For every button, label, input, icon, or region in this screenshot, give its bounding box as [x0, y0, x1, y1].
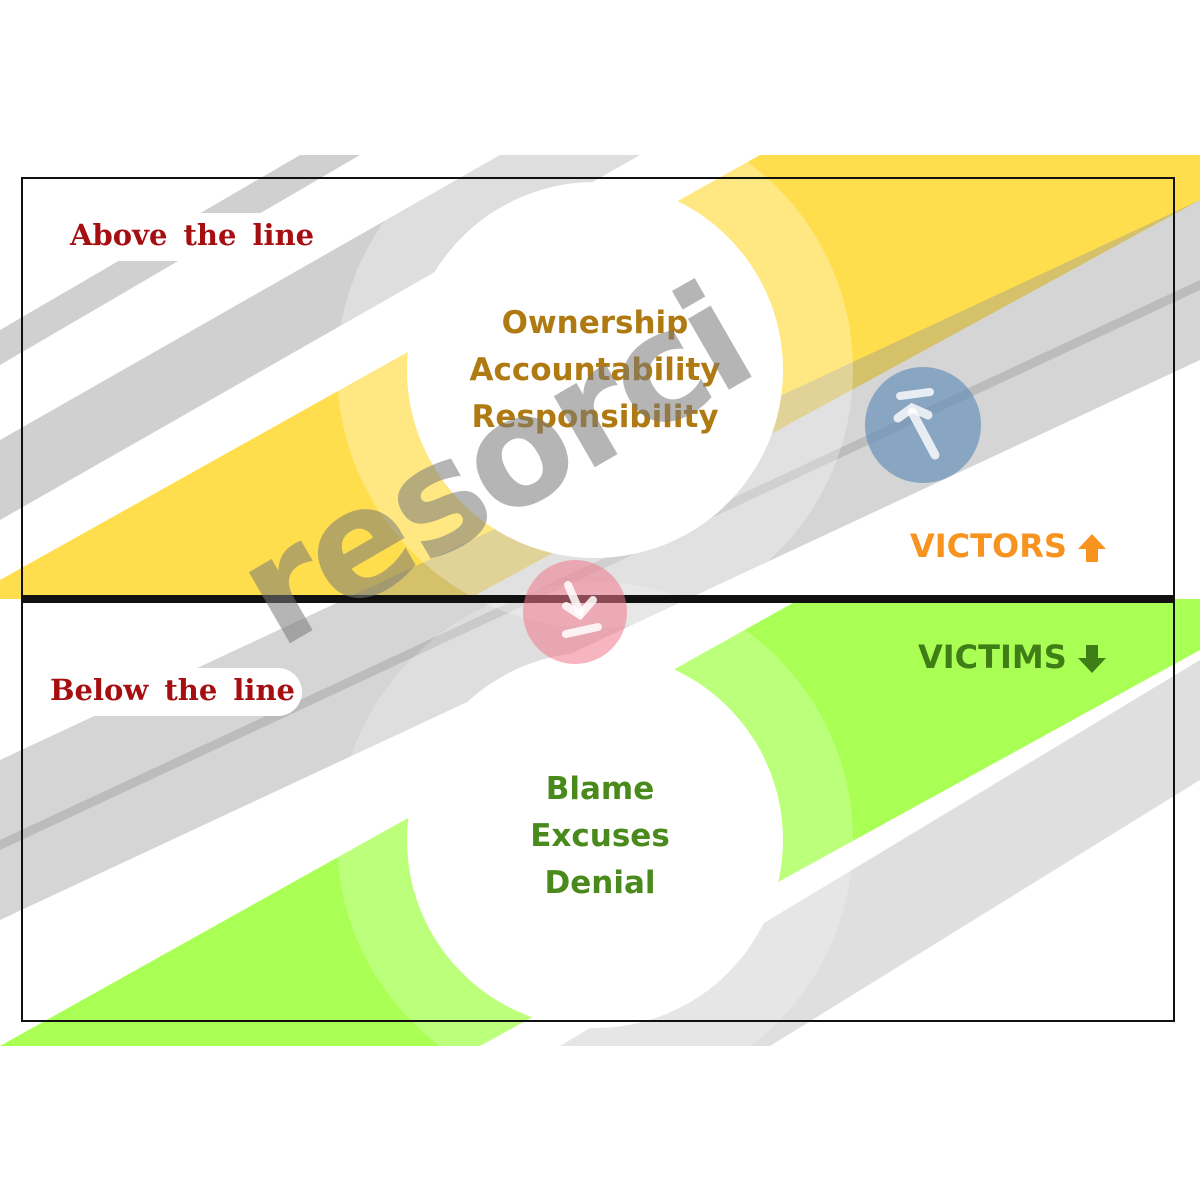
below-circle [407, 652, 783, 1028]
arrow-down-in-circle-icon [523, 560, 627, 664]
above-item-accountability: Accountability [469, 352, 721, 388]
arrow-down-icon [1077, 645, 1106, 673]
above-circle [407, 182, 783, 558]
above-item-responsibility: Responsibility [471, 399, 719, 435]
below-label-pill [40, 668, 302, 716]
victims-label: VICTIMS [918, 638, 1067, 676]
below-item-excuses: Excuses [530, 818, 670, 854]
below-item-blame: Blame [545, 771, 655, 807]
victors-tag: VICTORS [910, 527, 1107, 565]
below-item-denial: Denial [544, 865, 656, 901]
below-circle-list: Blame Excuses Denial [405, 766, 795, 907]
above-circle-list: Ownership Accountability Responsibility [405, 300, 785, 441]
above-item-ownership: Ownership [501, 305, 689, 341]
victors-label: VICTORS [910, 527, 1067, 565]
below-the-line-label: Below the line [50, 673, 295, 707]
above-the-line-label: Above the line [70, 218, 315, 252]
arrow-up-in-circle-icon [865, 367, 981, 483]
victims-tag: VICTIMS [918, 638, 1107, 676]
arrow-up-icon [1077, 534, 1106, 562]
above-label-pill [58, 213, 328, 261]
